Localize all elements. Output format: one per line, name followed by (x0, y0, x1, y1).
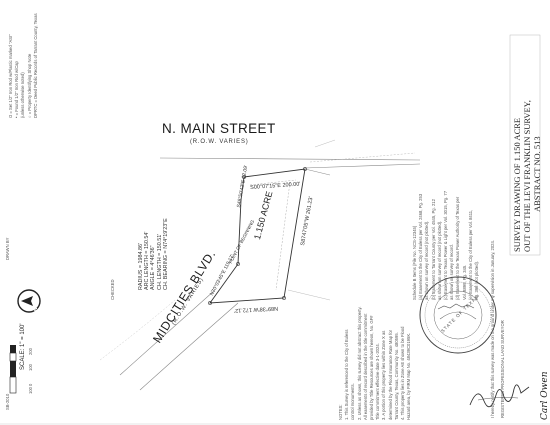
north-arrow (17, 289, 41, 313)
curve-table: RADIUS = 1984.86' ARC LENGTH = 150.54' A… (138, 218, 169, 290)
legend: O = Set 1/2" Iron Rod w/Plastic marked "… (8, 13, 39, 118)
legend-item: DPRTC = Deed Public Records of Tarrant C… (32, 13, 38, 118)
signature: Carl Owen (540, 371, 550, 421)
title-line-2: OUT OF THE LEVI FRANKLIN SURVEY, (522, 100, 532, 252)
left-edge-note: CHECKED (110, 279, 115, 300)
title-block: SURVEY DRAWING OF 1.150 ACRE OUT OF THE … (512, 100, 542, 252)
general-notes: NOTES: 1. This Survey is referenced to t… (338, 306, 412, 420)
schedule-b-line: (d) Easement to the Texas Power Authorit… (455, 196, 461, 300)
scale-tick-3: 200 (28, 348, 33, 355)
sheet-id: SB-2010 (5, 393, 10, 410)
street-name-north: N. MAIN STREET (162, 121, 276, 136)
surveyor-line: REGISTERED PROFESSIONAL LAND SURVEYOR (500, 320, 505, 418)
scale-tick-2: 100 (28, 364, 33, 371)
scale-tick-1: 0 (28, 383, 33, 386)
schedule-b-notes: Schedule B Items (File No. NCS-12345) (a… (412, 191, 480, 300)
street-row-north: (R.O.W. VARIES) (190, 139, 249, 145)
schedule-b-line: (b) Easement to Tarrant County per Vol. … (430, 199, 436, 300)
note-line: Hazard area, by FIRM Map No. 48439C0195K… (406, 332, 412, 420)
note-line: 2. Unless as shown, this survey did not … (356, 306, 362, 420)
north-label: NORTH (33, 295, 38, 311)
curve-chord-bearing: CH. BEARING = N74°19'23"E (162, 218, 169, 290)
title-line-3: ABSTRACT NO. 513 (532, 136, 542, 212)
scale-label: SCALE: 1" = 100' (20, 323, 26, 370)
title-block-frame (509, 34, 541, 256)
certification: I hereby certify that this survey was ma… (490, 240, 495, 418)
title-line-1: SURVEY DRAWING OF 1.150 ACRE (512, 117, 522, 252)
schedule-b-line: Pg. 398 (not plotted). (474, 260, 480, 300)
left-edge-note: DRAWN BY (5, 237, 10, 260)
scale-tick-0: 100 (28, 387, 33, 394)
surveyor-seal (419, 276, 497, 354)
scale-bar (9, 345, 17, 394)
